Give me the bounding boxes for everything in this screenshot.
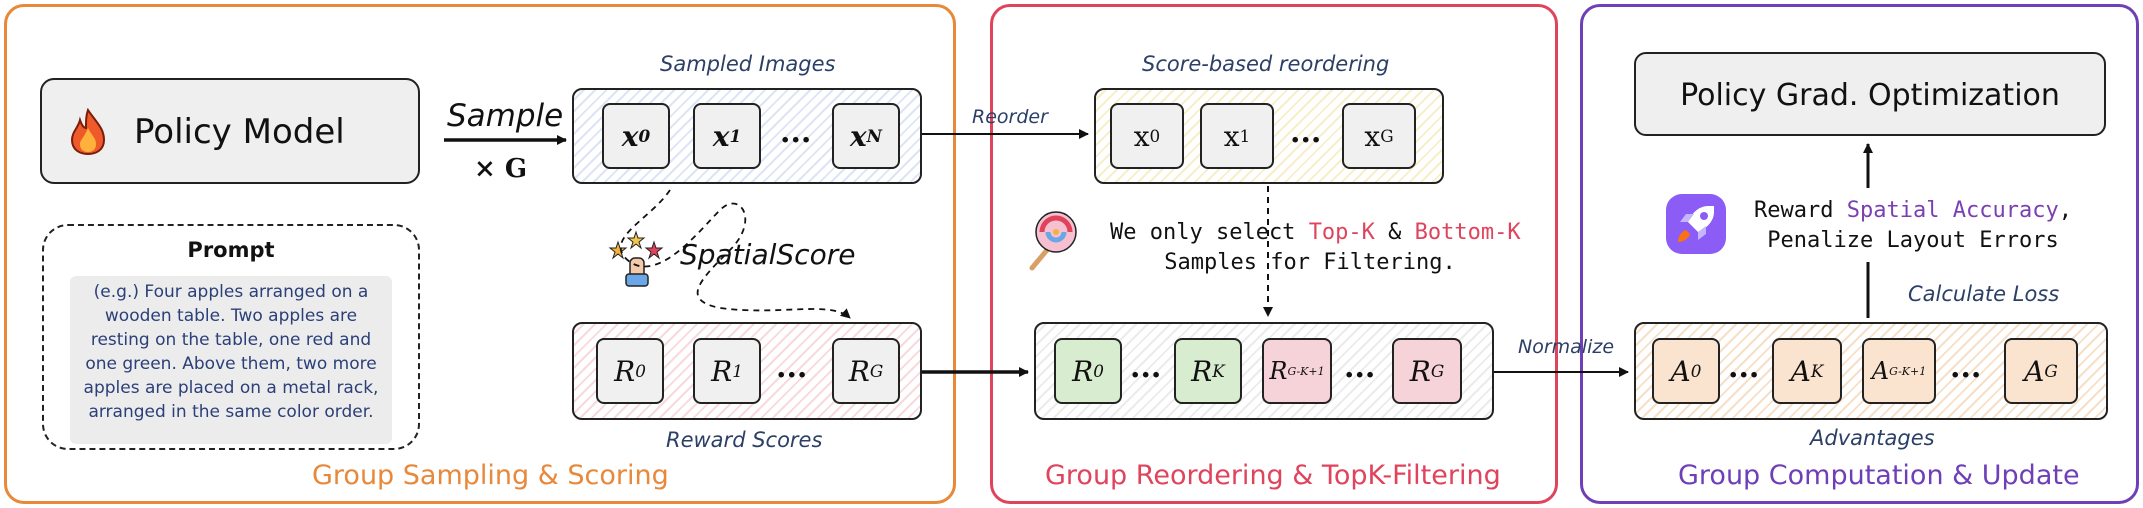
prompt-box: Prompt (e.g.) Four apples arranged on a …	[42, 224, 420, 450]
reward-note-suffix: ,	[2058, 198, 2072, 223]
panel-group-reordering	[990, 4, 1558, 504]
panel-title-sampling: Group Sampling & Scoring	[312, 460, 669, 491]
stars-hand-icon	[608, 228, 664, 288]
fire-icon	[68, 107, 108, 156]
reorder-label: Reorder	[972, 106, 1048, 128]
prompt-text-area: (e.g.) Four apples arranged on a wooden …	[70, 276, 392, 444]
sample-label: Sample	[447, 98, 564, 134]
bottom-k-highlight: Bottom-K	[1414, 220, 1521, 245]
prompt-line: apples are placed on a metal rack,	[83, 378, 379, 398]
advantages-caption: Advantages	[1810, 426, 1935, 450]
filter-note-prefix: We only select	[1110, 220, 1309, 245]
prompt-line: wooden table. Two apples are	[104, 306, 358, 326]
reward-scores-caption: Reward Scores	[666, 428, 823, 452]
reward-note-line1: Reward Spatial Accuracy,	[1748, 196, 2078, 226]
ellipsis: ...	[1344, 350, 1376, 385]
ellipsis: ...	[776, 350, 808, 385]
prompt-line: (e.g.) Four apples arranged on a	[93, 282, 369, 302]
policy-grad-optimization-box: Policy Grad. Optimization	[1634, 52, 2106, 136]
panel-group-computation	[1580, 4, 2139, 504]
filter-note-amp: &	[1374, 220, 1415, 245]
filter-note-line1: We only select Top-K & Bottom-K	[1110, 218, 1521, 248]
reward-note-prefix: Reward	[1754, 198, 1847, 223]
prompt-line: arranged in the same color order.	[88, 402, 374, 422]
filter-note: We only select Top-K & Bottom-K Samples …	[1110, 218, 1521, 278]
spatial-accuracy-highlight: Spatial Accuracy	[1846, 198, 2059, 223]
reward-note-line2: Penalize Layout Errors	[1767, 228, 2059, 253]
policy-model-box: Policy Model	[40, 78, 420, 184]
ellipsis: ...	[1728, 350, 1760, 385]
sampled-images-caption: Sampled Images	[660, 52, 836, 76]
score-reordering-caption: Score-based reordering	[1142, 52, 1390, 76]
prompt-line: one green. Above them, two more	[85, 354, 377, 374]
rocket-icon	[1664, 192, 1728, 256]
normalize-label: Normalize	[1518, 336, 1615, 358]
ellipsis: ...	[1290, 115, 1322, 150]
calculate-loss-label: Calculate Loss	[1908, 282, 2060, 306]
prompt-title: Prompt	[187, 238, 275, 262]
panel-title-reordering: Group Reordering & TopK-Filtering	[1045, 460, 1501, 491]
reward-note: Reward Spatial Accuracy, Penalize Layout…	[1748, 196, 2078, 256]
prompt-line: resting on the table, one red and	[90, 330, 372, 350]
panel-group-sampling	[4, 4, 956, 504]
ellipsis: ...	[1950, 350, 1982, 385]
spatial-score-label: SpatialScore	[680, 238, 856, 271]
policy-grad-optimization-label: Policy Grad. Optimization	[1680, 78, 2060, 113]
filter-note-line2: Samples for Filtering.	[1164, 250, 1456, 275]
ellipsis: ...	[780, 115, 812, 150]
lollipop-icon	[1022, 208, 1082, 272]
ellipsis: ...	[1130, 350, 1162, 385]
sample-multiplier: × G	[474, 154, 528, 184]
policy-model-label: Policy Model	[134, 112, 345, 152]
top-k-highlight: Top-K	[1308, 220, 1375, 245]
panel-title-computation: Group Computation & Update	[1678, 460, 2080, 491]
